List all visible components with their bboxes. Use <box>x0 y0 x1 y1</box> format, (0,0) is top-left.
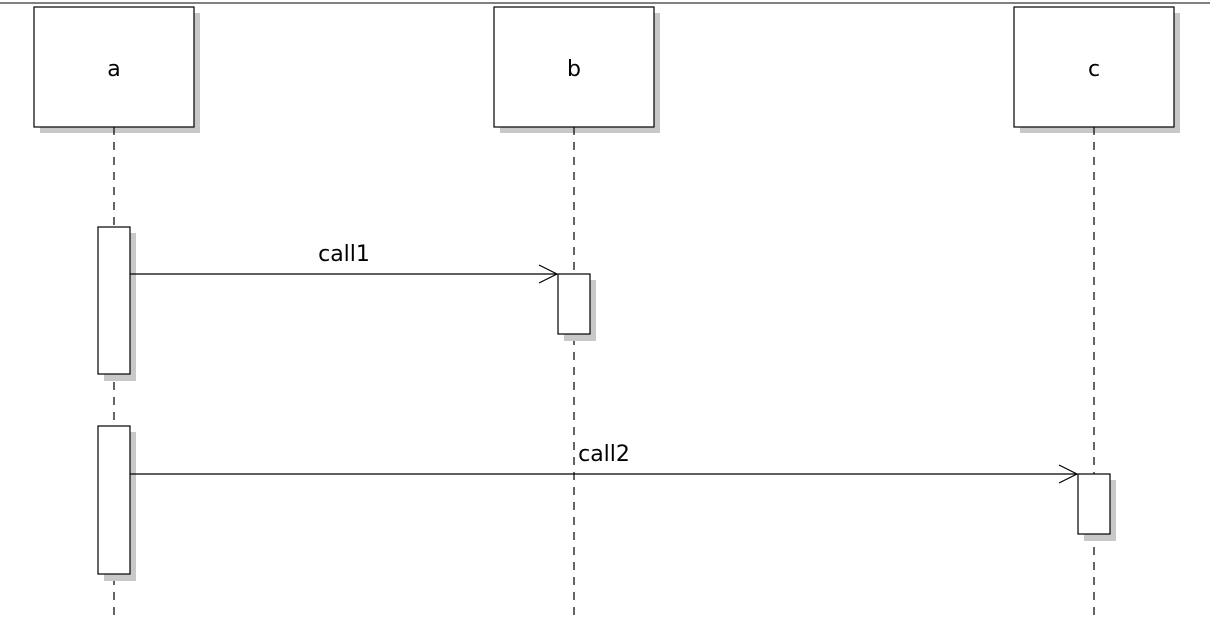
participant-a-label: a <box>107 57 120 82</box>
participant-b-label: b <box>567 57 581 82</box>
message-call2[interactable]: call2 <box>130 442 1079 484</box>
activation-a-1-bar[interactable] <box>97 226 131 375</box>
participant-c-box[interactable] <box>1013 6 1175 128</box>
message-call1-label: call1 <box>318 242 370 267</box>
participant-b-box[interactable] <box>493 6 655 128</box>
activation-c-1[interactable] <box>1077 473 1116 541</box>
participant-c[interactable]: c <box>1013 6 1180 133</box>
message-call1[interactable]: call1 <box>130 242 559 284</box>
activation-b-1[interactable] <box>557 273 596 341</box>
message-call2-arrowhead <box>1058 464 1079 484</box>
participant-a[interactable]: a <box>33 6 200 133</box>
activation-b-1-bar[interactable] <box>557 273 591 335</box>
participant-a-box[interactable] <box>33 6 195 128</box>
activation-a-1[interactable] <box>97 226 136 381</box>
message-call2-label: call2 <box>578 442 630 467</box>
activation-a-2[interactable] <box>97 425 136 581</box>
participant-c-label: c <box>1088 57 1100 82</box>
activation-c-1-bar[interactable] <box>1077 473 1111 535</box>
participant-b[interactable]: b <box>493 6 660 133</box>
activation-a-2-bar[interactable] <box>97 425 131 575</box>
message-call1-arrowhead <box>538 264 559 284</box>
